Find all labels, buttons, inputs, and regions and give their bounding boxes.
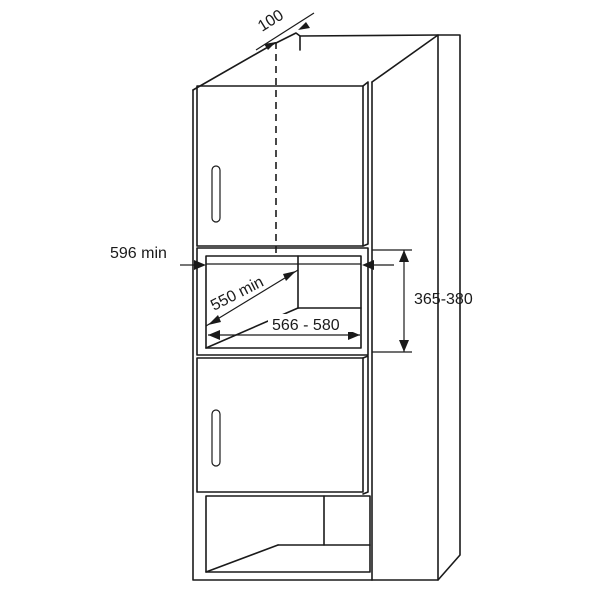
upper-door-side (362, 81, 369, 247)
tall-cabinet (192, 32, 461, 581)
bottom-frame (205, 495, 371, 573)
dim-100-arrow-left (264, 42, 276, 50)
dim-550-arrow-back (283, 271, 296, 281)
dim-100-arrow-right (298, 22, 310, 30)
cabinet-top-back (299, 34, 439, 37)
dim-365-arrow-bottom (399, 340, 409, 352)
cabinet-front-outline (192, 89, 373, 581)
upper-door-handle (211, 165, 221, 223)
dim-100: 100 (255, 7, 315, 51)
dim-100-label: 100 (255, 7, 287, 36)
dim-566-label-bg (268, 314, 360, 332)
lower-door (196, 355, 369, 495)
dim-596: 596 min (110, 245, 394, 270)
dim-566-arrow-right (348, 330, 360, 340)
bottom-compartment (205, 495, 371, 573)
dim-365-label: 365-380 (414, 291, 473, 308)
dim-566-580: 566 - 580 (208, 314, 360, 340)
lower-door-handle (211, 409, 221, 467)
dim-566-arrow-left (208, 330, 220, 340)
dim-550-line (205, 269, 299, 327)
dim-365-arrow-top (399, 250, 409, 262)
dim-596-arrow-left (194, 260, 206, 270)
dim-566-label: 566 - 580 (272, 317, 340, 334)
lower-door-side (362, 355, 369, 495)
dim-596-arrow-right (362, 260, 374, 270)
dim-365-380: 365-380 (372, 249, 473, 353)
top-left-link (192, 42, 276, 91)
dim-550-arrow-front (208, 315, 221, 325)
niche-front-frame (196, 247, 369, 356)
upper-door-panel (196, 85, 364, 247)
bottom-floor-diagonal (205, 544, 279, 573)
lower-door-panel (196, 357, 364, 493)
dim-596-label: 596 min (110, 245, 167, 262)
back-panel-top (275, 32, 301, 51)
niche-inner-frame (205, 255, 362, 349)
upper-door (196, 81, 369, 247)
cabinet-side-panel (371, 34, 461, 581)
